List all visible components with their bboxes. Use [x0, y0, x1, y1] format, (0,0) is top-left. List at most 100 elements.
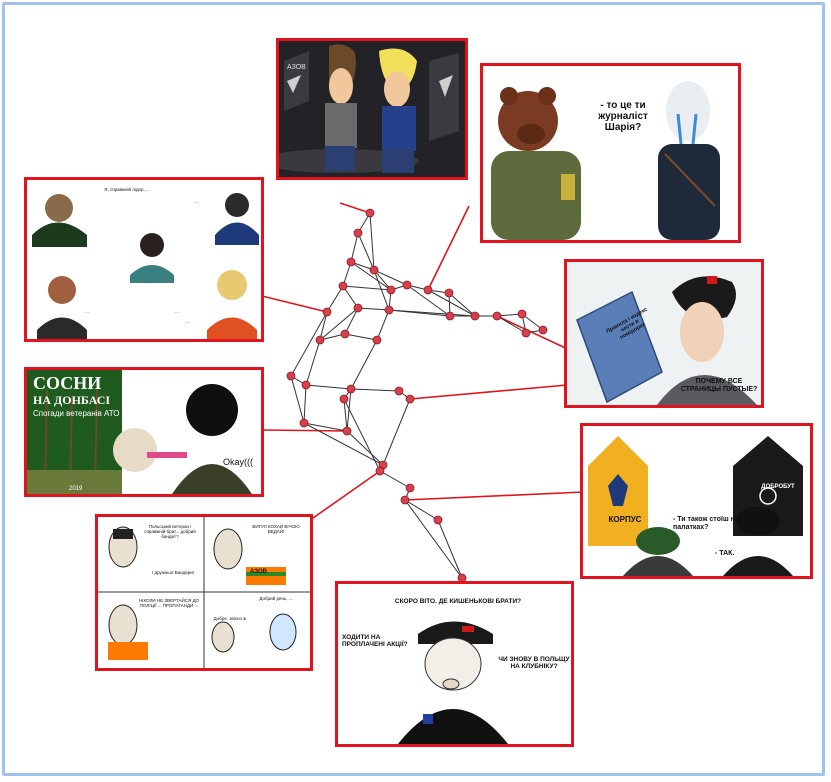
- tent-question: - Ти також стоїш на палатках?: [673, 516, 739, 531]
- network-node-24: [346, 384, 356, 394]
- tent-answer: - ТАК.: [715, 550, 735, 557]
- network-link-52: [406, 284, 451, 317]
- network-node-14: [538, 325, 548, 335]
- panel-dialogue: Я, справжній лідер, ... ... ... ... ... …: [24, 177, 264, 342]
- panel-connector-8: [261, 295, 328, 313]
- network-node-0: [365, 208, 375, 218]
- network-link-31: [290, 311, 328, 377]
- poster-subtitle: Спогади ветеранів АТО: [33, 409, 120, 418]
- comic-p2: ВИГУЛ КОХАЙ ВІЧОЮ ВЕДАЙ!: [252, 524, 300, 534]
- network-link-39: [350, 388, 400, 392]
- network-link-50: [357, 232, 375, 271]
- panel-connector-2: [496, 315, 575, 353]
- network-node-21: [286, 371, 296, 381]
- dialog-text-1: Я, справжній лідер, ...: [104, 187, 150, 192]
- comic-grid: [98, 517, 310, 668]
- network-link-23: [326, 285, 344, 313]
- network-node-6: [402, 280, 412, 290]
- network-node-1: [353, 228, 363, 238]
- network-link-35: [343, 398, 348, 432]
- thinker-top: СКОРО ВІТО. ДЕ КИШЕНЬКОВІ БРАТИ?: [394, 598, 522, 605]
- network-link-17: [496, 315, 527, 334]
- network-node-5: [386, 285, 396, 295]
- dialog-text-5: ...: [175, 309, 179, 314]
- network-link-53: [427, 289, 476, 317]
- dialog-text-4: ...: [85, 309, 89, 314]
- network-node-23: [339, 394, 349, 404]
- network-link-21: [342, 285, 359, 309]
- network-link-47: [346, 430, 384, 466]
- network-link-55: [303, 422, 384, 466]
- panel-connector-4: [404, 491, 585, 501]
- comic-p1: Польський ветеран і справжній брат... до…: [144, 524, 196, 539]
- network-node-27: [299, 418, 309, 428]
- network-link-1: [350, 232, 359, 263]
- network-link-22: [357, 307, 390, 311]
- sign-left: АЗОВ: [287, 64, 306, 71]
- comic-flag: АЗОВ: [250, 569, 268, 575]
- network-link-36: [303, 422, 348, 432]
- network-link-20: [388, 309, 476, 317]
- network-node-16: [353, 303, 363, 313]
- network-link-48: [343, 398, 381, 472]
- network-link-37: [303, 384, 307, 424]
- network-node-12: [517, 309, 527, 319]
- panel-poster-okay: СОСНИ НА ДОНБАСІ Спогади ветеранів АТО 2…: [24, 367, 264, 497]
- network-link-54: [346, 388, 352, 432]
- tents-scene: [588, 436, 803, 576]
- comic-p1b: І дружньої Бандери!: [151, 570, 195, 575]
- network-link-27: [344, 333, 378, 341]
- thinker-left: ХОДИТИ НА ПРОПЛАЧЕНІ АКЦІЇ?: [342, 634, 408, 649]
- network-link-28: [376, 309, 390, 341]
- poster-year: 2019: [69, 486, 83, 492]
- network-link-33: [305, 384, 352, 390]
- panel-bear-journalist: - то це ти журналіст Шарія?: [480, 63, 741, 243]
- comic-p3: НІКОЛИ НЕ ЗВЕРТАЙСЯ ДО ПОЛІЦІЇ ... ПРОПА…: [138, 598, 200, 608]
- dialog-text-2: ...: [195, 199, 199, 204]
- network-link-56: [404, 499, 463, 579]
- tent-left-label: КОРПУС: [608, 515, 642, 524]
- comic-p4b: Добре, звісно ж: [213, 616, 247, 621]
- bear-scene: [491, 81, 720, 240]
- bear-speech: - то це ти журналіст Шарія?: [598, 100, 648, 133]
- network-node-30: [375, 466, 385, 476]
- network-node-19: [340, 329, 350, 339]
- network-link-57: [319, 307, 359, 341]
- wikihow-caption: ПОЧЕМУ ВСЕ СТРАНИЦЫ ПУСТЫЕ?: [680, 378, 758, 393]
- network-node-31: [405, 483, 415, 493]
- panel-four-comic: Польський ветеран і справжній брат... до…: [95, 514, 313, 671]
- panel-connectors: [261, 202, 585, 581]
- network-node-4: [338, 281, 348, 291]
- network-node-17: [322, 307, 332, 317]
- network-link-16: [521, 313, 544, 331]
- panel-wikihow-book: Правила і кодекс чести в помідорах ПОЧЕМ…: [564, 259, 764, 408]
- network-link-41: [382, 398, 411, 466]
- poster-title-1: СОСНИ: [33, 373, 102, 393]
- network-links: [290, 212, 544, 579]
- network-node-10: [470, 311, 480, 321]
- poster-scene: [27, 370, 252, 494]
- panel-connector-0: [339, 202, 371, 214]
- network-node-2: [346, 257, 356, 267]
- poster-title-2: НА ДОНБАСІ: [33, 393, 111, 407]
- network-node-28: [342, 426, 352, 436]
- network-node-9: [445, 311, 455, 321]
- network-node-22: [301, 380, 311, 390]
- network-link-30: [305, 339, 321, 386]
- network-link-38: [290, 375, 305, 424]
- network-link-49: [373, 269, 390, 311]
- thinker-right: ЧИ ЗНОВУ В ПОЛЬЩУ НА КЛУБНІКУ?: [498, 656, 570, 671]
- dialog-text-6: ...: [185, 319, 189, 324]
- network-link-6: [342, 285, 392, 291]
- tent-right-label: ДОБРОБУТ: [761, 484, 795, 490]
- network-node-33: [433, 515, 443, 525]
- network-node-32: [400, 495, 410, 505]
- network-link-58: [350, 261, 392, 291]
- okay-text: Okay(((: [223, 457, 253, 467]
- network-link-5: [373, 269, 408, 286]
- panel-connector-6: [312, 470, 381, 519]
- network-node-25: [394, 386, 404, 396]
- network-nodes: [286, 208, 548, 583]
